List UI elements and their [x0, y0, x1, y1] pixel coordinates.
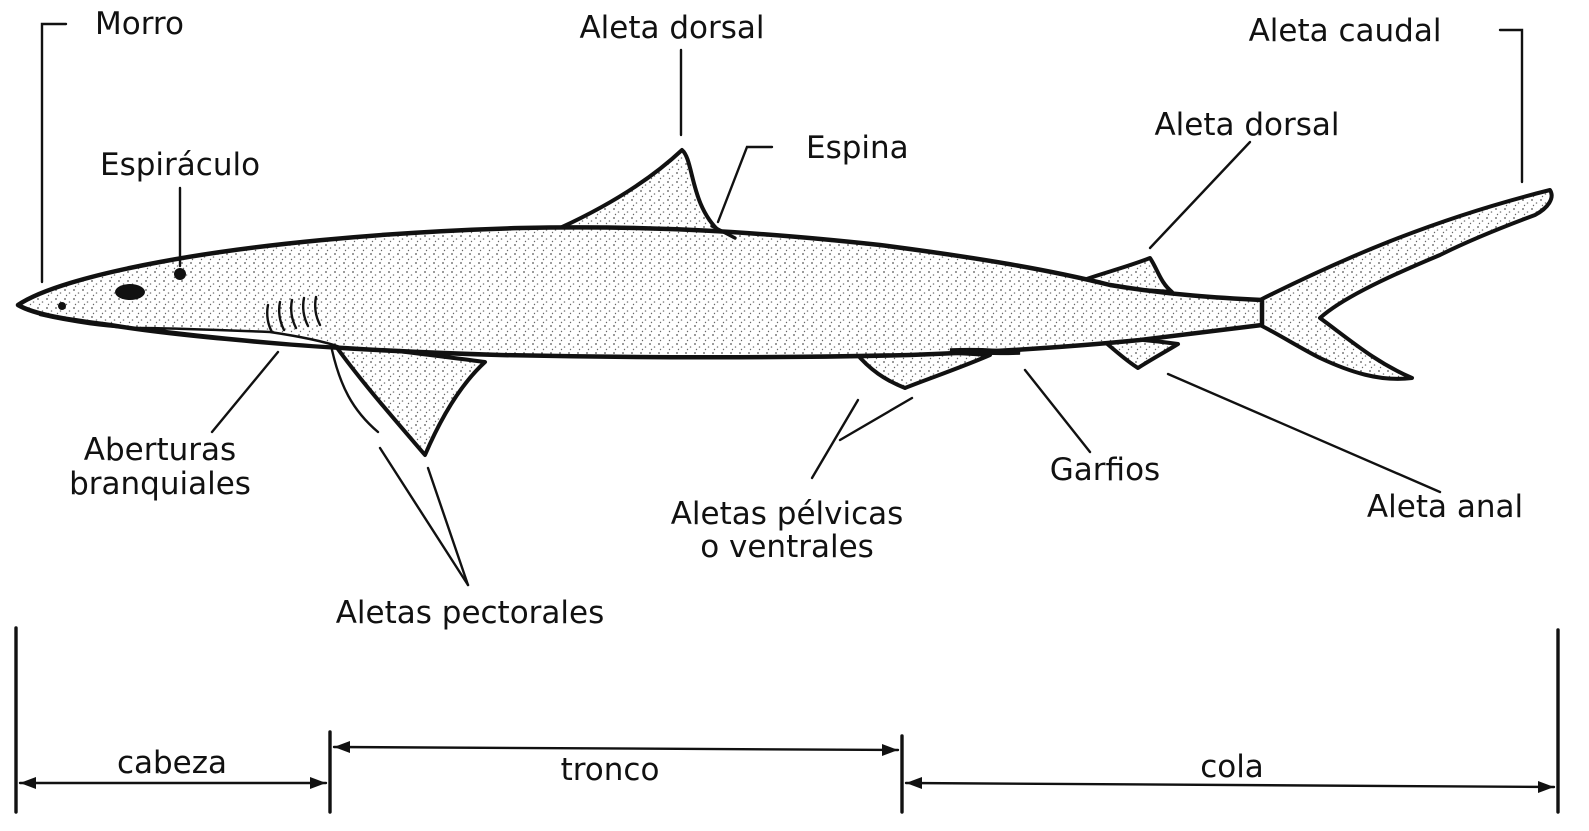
- label-aleta-anal: Aleta anal: [1367, 489, 1523, 525]
- region-cola: cola: [1200, 749, 1264, 785]
- leader-pelvicas-a: [812, 400, 858, 478]
- label-espiraculo: Espiráculo: [100, 147, 260, 183]
- region-tronco: tronco: [561, 752, 660, 788]
- label-espina: Espina: [806, 130, 909, 166]
- leader-garfios: [1025, 370, 1090, 452]
- leader-morro: [42, 24, 66, 282]
- label-aletas-pelvicas-1: Aletas pélvicas: [671, 496, 904, 532]
- leader-aleta-caudal: [1500, 30, 1522, 182]
- leader-pelvicas-b: [840, 398, 912, 440]
- first-dorsal-fin: [560, 150, 735, 238]
- label-aberturas-1: Aberturas: [84, 432, 236, 468]
- leader-aleta-dorsal-2: [1150, 142, 1250, 248]
- spiracle: [174, 268, 186, 280]
- leader-aberturas: [212, 352, 278, 432]
- leader-pectorales-a: [380, 448, 468, 585]
- arrow-tronco: [334, 747, 898, 750]
- label-aleta-dorsal-1: Aleta dorsal: [579, 10, 764, 46]
- claspers: [950, 350, 1020, 354]
- label-aletas-pelvicas-2: o ventrales: [700, 529, 874, 565]
- label-morro: Morro: [95, 6, 184, 42]
- label-aleta-caudal: Aleta caudal: [1249, 13, 1442, 49]
- caudal-fin: [1260, 190, 1552, 379]
- label-garfios: Garfios: [1050, 452, 1160, 488]
- eye: [115, 284, 145, 300]
- label-aberturas-2: branquiales: [69, 466, 251, 502]
- shark-illustration: [18, 150, 1552, 455]
- region-scale: cabeza tronco cola: [16, 628, 1558, 812]
- nostril: [58, 302, 66, 310]
- shark-body: [18, 227, 1262, 357]
- label-aletas-pectorales: Aletas pectorales: [336, 595, 605, 631]
- leader-pectorales-b: [428, 468, 468, 585]
- leader-espina: [718, 147, 772, 222]
- leader-aleta-anal: [1168, 374, 1440, 492]
- region-cabeza: cabeza: [117, 745, 227, 781]
- label-aleta-dorsal-2: Aleta dorsal: [1154, 107, 1339, 143]
- pectoral-fin: [335, 345, 485, 455]
